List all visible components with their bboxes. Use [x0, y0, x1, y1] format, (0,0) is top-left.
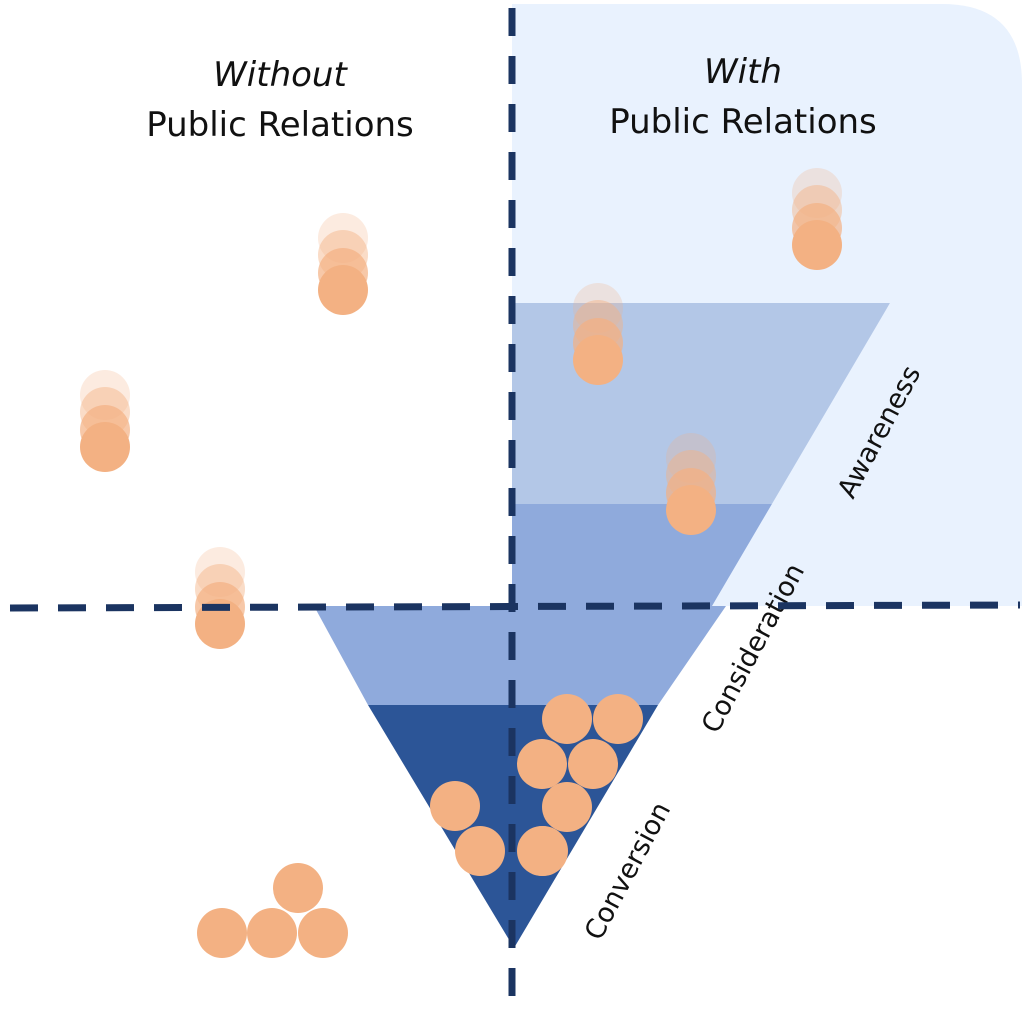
title-with-label: Public Relations: [609, 102, 877, 142]
person-trail-with: [792, 168, 842, 218]
person-without: [80, 422, 130, 472]
person-with: [573, 335, 623, 385]
person-trail-without: [80, 370, 130, 420]
person-trail-without: [318, 213, 368, 263]
person-without: [195, 599, 245, 649]
people-layer: [80, 168, 842, 958]
band-edge-lightblue: [712, 292, 912, 606]
funnel-consideration-layer: [314, 606, 726, 705]
converted-person-without: [197, 908, 247, 958]
title-with-emphasis: With: [704, 52, 782, 92]
person-without: [318, 265, 368, 315]
funnel-consideration-layer-upper: [512, 504, 781, 606]
converted-person-with: [542, 782, 592, 832]
person-trail-without: [195, 547, 245, 597]
converted-person-without: [298, 908, 348, 958]
horizontal-divider: [9, 601, 1021, 612]
title-with-pr: With Public Relations: [543, 47, 943, 147]
converted-person-with: [455, 826, 505, 876]
title-without-emphasis: Without: [213, 55, 347, 95]
person-with: [666, 485, 716, 535]
converted-person-with: [518, 826, 568, 876]
converted-person-with: [430, 781, 480, 831]
converted-person-with: [542, 694, 592, 744]
title-without-label: Public Relations: [146, 105, 414, 145]
stage-label-band: [912, 292, 975, 326]
converted-person-without: [273, 863, 323, 913]
person-trail-with: [666, 433, 716, 483]
title-without-pr: Without Public Relations: [80, 50, 480, 150]
converted-person-with: [568, 739, 618, 789]
person-trail-with: [573, 283, 623, 333]
person-with: [792, 220, 842, 270]
converted-person-without: [247, 908, 297, 958]
converted-person-with: [517, 739, 567, 789]
converted-person-with: [593, 694, 643, 744]
